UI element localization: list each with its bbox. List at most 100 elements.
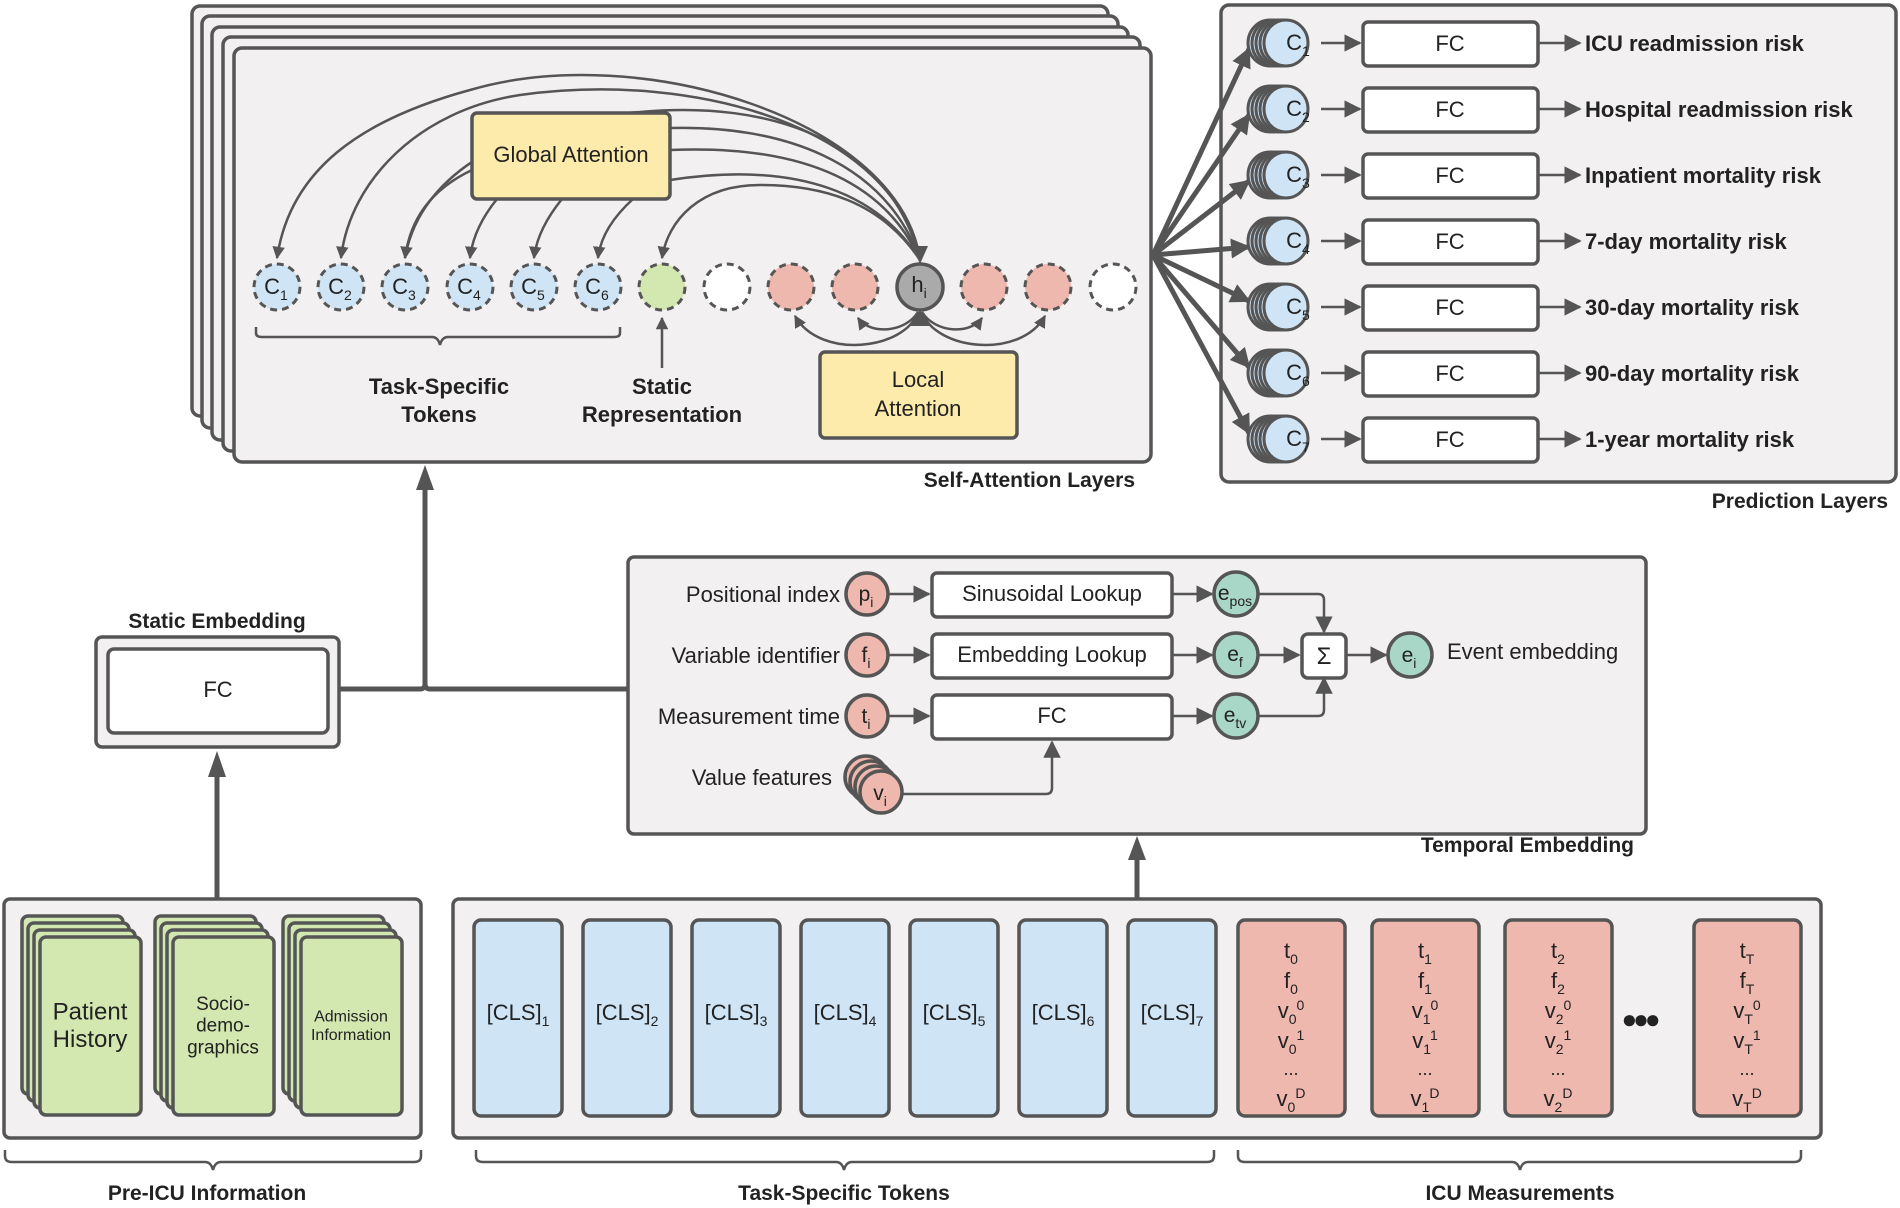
- task-token-4-label-subscript: 4: [473, 287, 481, 303]
- cls-token-label: [CLS]5: [923, 1000, 986, 1029]
- cls-token-label: [CLS]7: [1141, 1000, 1204, 1029]
- event-embedding-node: [1386, 631, 1434, 679]
- input-node-label-base: f: [862, 644, 868, 667]
- icu-measurement-box: [1692, 918, 1803, 1118]
- task-token-1: C1: [252, 262, 302, 312]
- cls-token-label: [CLS]2: [596, 1000, 659, 1029]
- input-node-label-subscript: i: [867, 655, 870, 671]
- pre-icu-card-label: History: [53, 1026, 128, 1053]
- measurement-entry-base: v: [1278, 998, 1289, 1023]
- cls-token-card: [CLS]3: [690, 918, 782, 1118]
- hidden-token-h-i: hi: [895, 262, 945, 312]
- measurement-entry: fT: [1740, 968, 1755, 997]
- measurement-entry-superscript: 0: [1297, 997, 1305, 1013]
- prediction-token-label-subscript: 1: [1302, 43, 1310, 59]
- embedding-node-label-subscript: pos: [1230, 593, 1253, 609]
- input-node-label-subscript: i: [867, 716, 870, 732]
- measurement-entry-subscript: 1: [1423, 1011, 1431, 1027]
- prediction-token-label-subscript: 6: [1302, 373, 1310, 389]
- input-node-label: pi: [859, 583, 874, 610]
- input-sequence: [CLS]1[CLS]2[CLS]3[CLS]4[CLS]5[CLS]6[CLS…: [451, 897, 1823, 1205]
- prediction-token-label-subscript: 7: [1302, 439, 1310, 455]
- hidden-token-label-base: h: [911, 272, 923, 297]
- task-token-5-label-subscript: 5: [537, 287, 545, 303]
- icu-measurements-title: ICU Measurements: [1425, 1182, 1614, 1205]
- padding-token: [702, 262, 752, 312]
- measurement-entry-superscript: 1: [1297, 1027, 1305, 1043]
- task-token-stack-icon: [1246, 84, 1310, 134]
- prediction-token-label-subscript: 3: [1302, 175, 1310, 191]
- stacked-token: [1262, 84, 1310, 134]
- stacked-token: [1262, 150, 1310, 200]
- measurement-entry: vT0: [1733, 997, 1761, 1027]
- embedding-node-label-base: e: [1218, 582, 1230, 605]
- measurement-entry-subscript: 0: [1289, 1011, 1297, 1027]
- embedding-node-label-base: e: [1224, 704, 1236, 727]
- embedding-node-label-base: e: [1227, 643, 1239, 666]
- measurement-entry-subscript: T: [1744, 1011, 1753, 1027]
- measurement-entry-superscript: 1: [1564, 1027, 1572, 1043]
- stacked-value-node: [858, 769, 904, 815]
- task-token-4: C4: [445, 262, 495, 312]
- embedding-node-label: etv: [1224, 704, 1247, 731]
- prediction-token-label-base: C: [1286, 426, 1302, 451]
- prediction-token-label: C5: [1286, 294, 1310, 323]
- fan-arrow-3: [1151, 179, 1251, 257]
- measurement-entry: vT1: [1733, 1027, 1761, 1057]
- measurement-entry-superscript: 0: [1564, 997, 1572, 1013]
- static-token: [637, 262, 687, 312]
- static-embedding-title: Static Embedding: [128, 610, 305, 633]
- cls-token-box: [908, 918, 1000, 1118]
- fan-arrow-7: [1150, 253, 1252, 435]
- task-token-6-label-base: C: [585, 274, 601, 299]
- measurement-entry-base: v: [1278, 1028, 1289, 1053]
- cls-token-label-base: [CLS]: [1032, 1000, 1087, 1025]
- cls-token-label-subscript: 1: [542, 1013, 550, 1029]
- task-token-3-circle: [380, 262, 430, 312]
- measurement-entry-subscript: T: [1744, 1041, 1753, 1057]
- measurement-entry: t1: [1418, 938, 1432, 967]
- cls-token-label-subscript: 4: [869, 1013, 877, 1029]
- pre-icu-brace: [3, 1150, 423, 1171]
- cls-token-label: [CLS]4: [814, 1000, 877, 1029]
- stacked-token: [1262, 348, 1310, 398]
- measurement-entry-superscript: D: [1429, 1085, 1439, 1101]
- cls-token-box: [690, 918, 782, 1118]
- event-embedding-label: Event embedding: [1447, 639, 1618, 664]
- measurement-entry-base: v: [1732, 1086, 1743, 1111]
- measurement-ellipsis: ...: [1417, 1059, 1432, 1079]
- stacked-token: [1262, 216, 1310, 266]
- measurement-entry: v0D: [1277, 1085, 1306, 1115]
- measurement-ellipsis: ...: [1550, 1059, 1565, 1079]
- cls-token-box: [799, 918, 891, 1118]
- prediction-token-label: C2: [1286, 96, 1310, 125]
- cls-token-card: [CLS]2: [581, 918, 673, 1118]
- prediction-fc-label: FC: [1435, 295, 1464, 320]
- measurement-entry: vTD: [1732, 1085, 1762, 1115]
- event-embedding-node-label-base: e: [1402, 644, 1414, 667]
- input-node-label-base: t: [862, 705, 868, 728]
- measurement-entry-subscript: 2: [1557, 951, 1565, 967]
- task-token-3-label: C3: [392, 274, 416, 303]
- value-node-label-subscript: i: [884, 793, 887, 809]
- prediction-fc-label: FC: [1435, 229, 1464, 254]
- fan-arrow-2: [1150, 113, 1252, 257]
- measurement-entry-superscript: 1: [1430, 1027, 1438, 1043]
- cls-token-box: [1017, 918, 1109, 1118]
- cls-token-label: [CLS]1: [487, 1000, 550, 1029]
- measurement-entry-base: v: [1545, 998, 1556, 1023]
- padding-token: [1088, 262, 1138, 312]
- pre-icu-card-label: Socio-: [196, 994, 250, 1015]
- prediction-output-label: Inpatient mortality risk: [1585, 163, 1822, 188]
- measurement-entry: v00: [1278, 997, 1305, 1027]
- task-token-1-circle: [252, 262, 302, 312]
- prediction-token-label-subscript: 4: [1302, 241, 1310, 257]
- measurement-entry-base: v: [1544, 1086, 1555, 1111]
